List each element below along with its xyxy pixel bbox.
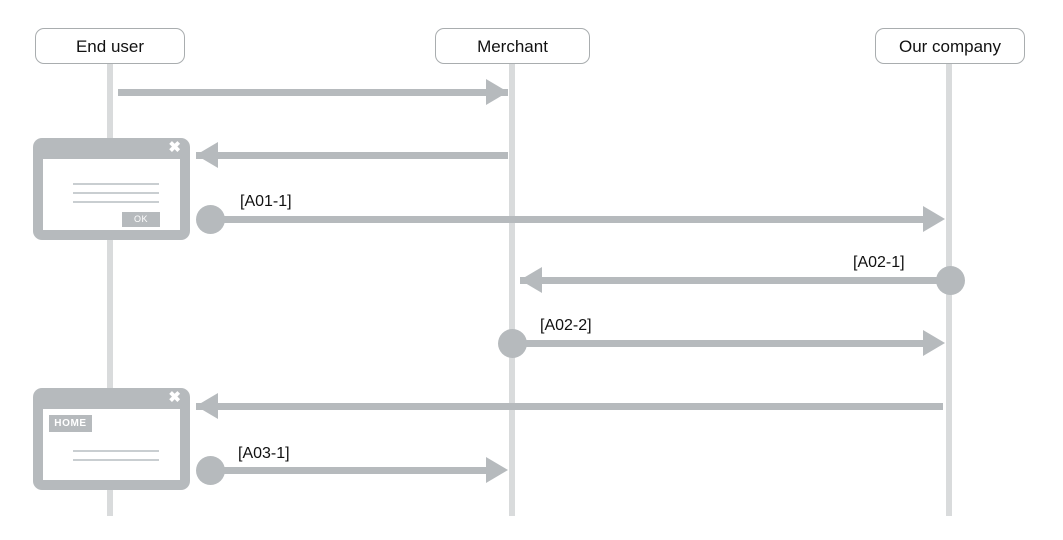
dialog-home-tag[interactable]: HOME — [49, 415, 92, 432]
message-line-m2 — [196, 151, 508, 159]
close-x-icon[interactable]: ✖ — [168, 389, 181, 406]
message-line-m6 — [196, 402, 943, 410]
message-line-m3 — [210, 215, 925, 223]
message-label-m3: [A01-1] — [240, 193, 292, 210]
dialog-body: OK — [43, 159, 180, 230]
message-label-m4: [A02-1] — [853, 254, 905, 271]
participant-end-user[interactable]: End user — [35, 28, 185, 64]
arrowhead-right-m3 — [923, 206, 945, 232]
close-x-icon[interactable]: ✖ — [168, 139, 181, 156]
dialog-ok-button[interactable]: OK — [122, 212, 160, 227]
message-line-m5 — [511, 339, 925, 347]
dialog-text-line — [73, 192, 159, 194]
arrowhead-right-m1 — [486, 79, 508, 105]
message-label-m7: [A03-1] — [238, 445, 290, 462]
participant-merchant[interactable]: Merchant — [435, 28, 590, 64]
dialog-titlebar: ✖ — [33, 138, 190, 159]
message-line-m1 — [118, 88, 508, 96]
dialog-titlebar: ✖ — [33, 388, 190, 409]
arrowhead-right-m5 — [923, 330, 945, 356]
message-line-m7 — [210, 466, 488, 474]
screen-note-dialog-ok: ✖ OK — [33, 138, 190, 240]
screen-note-dialog-home: ✖ HOME — [33, 388, 190, 490]
participant-our-company[interactable]: Our company — [875, 28, 1025, 64]
arrowhead-left-m2 — [196, 142, 218, 168]
message-label-m5: [A02-2] — [540, 317, 592, 334]
dialog-text-line — [73, 459, 159, 461]
lifeline-end-user — [107, 64, 113, 516]
arrowhead-left-m6 — [196, 393, 218, 419]
dialog-body: HOME — [43, 409, 180, 480]
dialog-text-line — [73, 201, 159, 203]
arrowhead-left-m4 — [520, 267, 542, 293]
dialog-text-line — [73, 183, 159, 185]
message-line-m4 — [520, 276, 944, 284]
dialog-text-line — [73, 450, 159, 452]
arrowhead-right-m7 — [486, 457, 508, 483]
lifeline-merchant — [509, 64, 515, 516]
